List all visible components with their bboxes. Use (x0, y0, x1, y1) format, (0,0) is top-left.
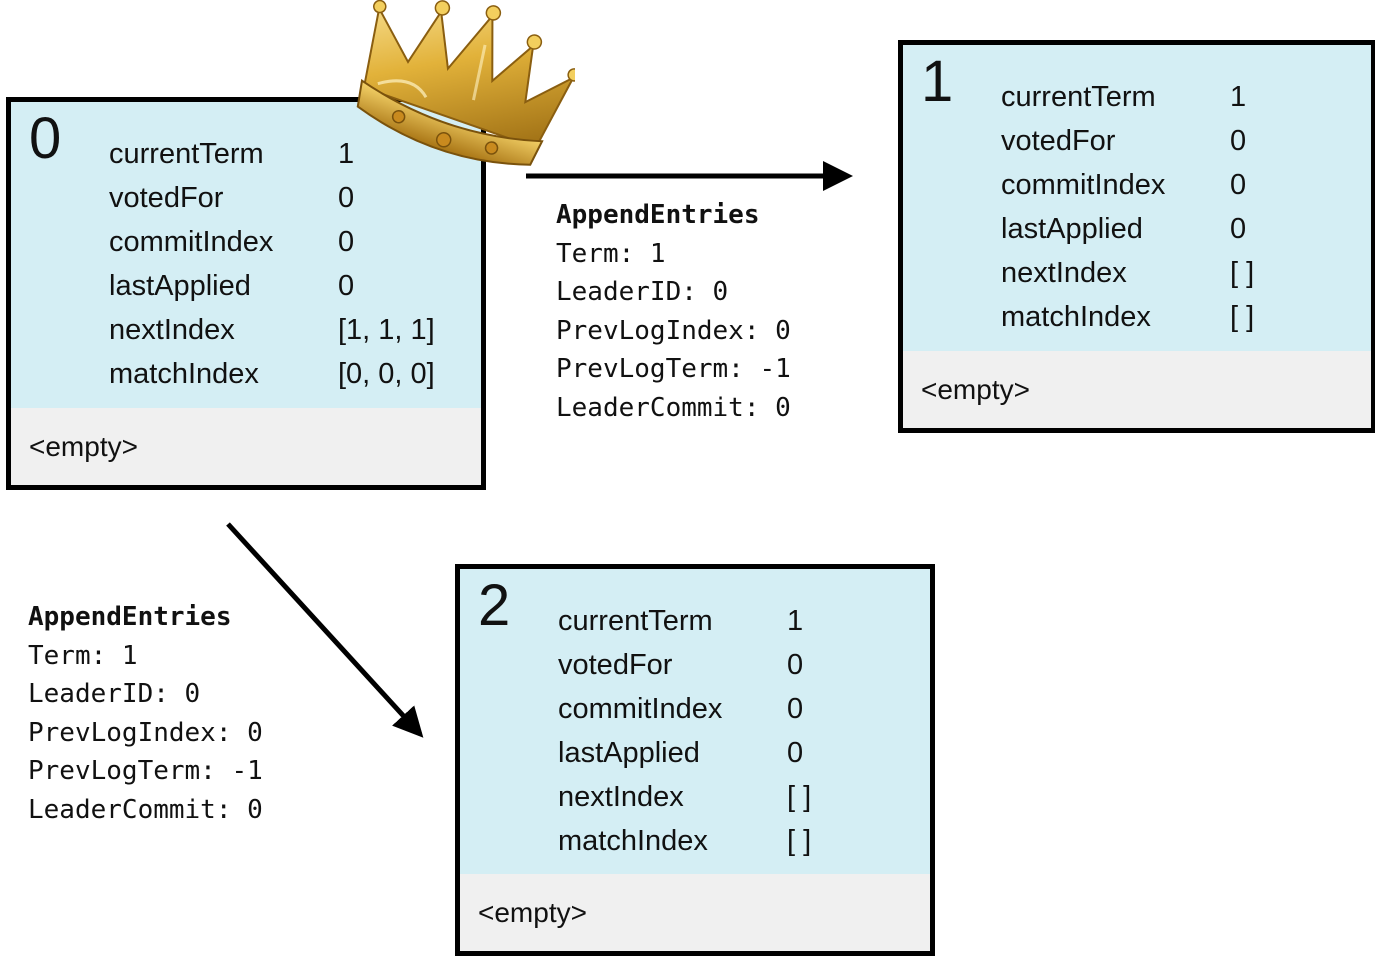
append-entries-message-to-node-1: AppendEntries Term: 1 LeaderID: 0 PrevLo… (556, 196, 791, 427)
field-value: 0 (338, 182, 355, 214)
field-name: lastApplied (558, 737, 700, 769)
node-2-log: <empty> (460, 874, 930, 951)
field-value: 0 (787, 737, 804, 769)
field-value: [ ] (1230, 301, 1255, 333)
node-2-state: 2 currentTerm 1 votedFor 0 commitIndex 0 la… (460, 569, 930, 880)
field-name: votedFor (109, 182, 224, 214)
message-line: PrevLogIndex: 0 (556, 315, 791, 346)
field-name: commitIndex (1001, 169, 1166, 201)
message-line: PrevLogIndex: 0 (28, 717, 263, 748)
field-name: votedFor (1001, 125, 1116, 157)
message-line: PrevLogTerm: -1 (556, 354, 791, 384)
field-value: 0 (1230, 125, 1247, 157)
field-name: currentTerm (558, 605, 713, 637)
node-0: 0 currentTerm 1 votedFor 0 commitIndex 0 la… (6, 97, 486, 490)
field-value: 0 (338, 270, 355, 302)
field-value: 1 (1230, 81, 1247, 113)
field-value: [ ] (787, 825, 812, 857)
field-value: 0 (787, 693, 804, 725)
node-0-log: <empty> (11, 408, 481, 485)
node-1-state: 1 currentTerm 1 votedFor 0 commitIndex 0 la… (903, 45, 1371, 356)
field-value: [ ] (787, 781, 812, 813)
field-value: [1, 1, 1] (338, 314, 435, 346)
field-name: nextIndex (1001, 257, 1127, 289)
field-value: 0 (1230, 213, 1247, 245)
message-line: Term: 1 (556, 238, 666, 269)
message-line: LeaderID: 0 (28, 679, 201, 709)
field-name: currentTerm (109, 138, 264, 170)
field-name: lastApplied (109, 270, 251, 302)
node-1: 1 currentTerm 1 votedFor 0 commitIndex 0 la… (898, 40, 1375, 433)
field-name: votedFor (558, 649, 673, 681)
field-value: 0 (787, 649, 804, 681)
field-name: nextIndex (109, 314, 235, 346)
node-1-log: <empty> (903, 351, 1371, 428)
node-0-state: 0 currentTerm 1 votedFor 0 commitIndex 0 la… (11, 102, 481, 413)
message-title: AppendEntries (556, 200, 760, 230)
arrow-to-node-2 (226, 522, 424, 738)
field-name: nextIndex (558, 781, 684, 813)
node-1-id: 1 (921, 49, 954, 114)
append-entries-message-to-node-2: AppendEntries Term: 1 LeaderID: 0 PrevLo… (28, 598, 263, 829)
field-name: commitIndex (558, 693, 723, 725)
field-name: currentTerm (1001, 81, 1156, 113)
field-name: commitIndex (109, 226, 274, 258)
node-2-id: 2 (478, 573, 511, 638)
field-name: matchIndex (1001, 301, 1151, 333)
crown-icon (356, 0, 575, 166)
field-name: matchIndex (109, 358, 259, 390)
message-line: LeaderCommit: 0 (556, 392, 791, 423)
field-value: [0, 0, 0] (338, 358, 435, 390)
message-line: LeaderCommit: 0 (28, 794, 263, 825)
message-line: Term: 1 (28, 640, 138, 671)
field-name: matchIndex (558, 825, 708, 857)
message-line: LeaderID: 0 (556, 277, 729, 307)
field-value: 1 (338, 138, 355, 170)
field-value: 0 (1230, 169, 1247, 201)
field-name: lastApplied (1001, 213, 1143, 245)
node-2: 2 currentTerm 1 votedFor 0 commitIndex 0 la… (455, 564, 935, 956)
field-value: 0 (338, 226, 355, 258)
field-value: 1 (787, 605, 804, 637)
message-line: PrevLogTerm: -1 (28, 756, 263, 786)
message-title: AppendEntries (28, 602, 232, 632)
field-value: [ ] (1230, 257, 1255, 289)
node-0-id: 0 (29, 106, 62, 171)
